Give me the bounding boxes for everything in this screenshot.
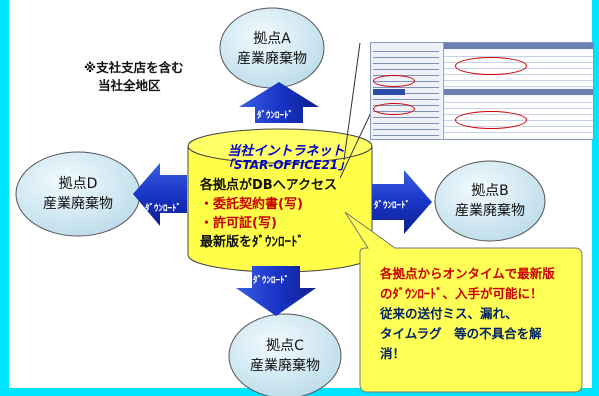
screenshot-highlight-1	[373, 75, 415, 87]
node-c-name: 拠点C	[266, 338, 304, 354]
node-d-name: 拠点D	[58, 176, 98, 192]
screenshot-highlight-3	[373, 103, 415, 115]
callout-line4: タイムラグ 等の不具合を解	[380, 326, 542, 341]
callout-line3: 従来の送付ミス、漏れ、	[380, 306, 518, 321]
node-a-label: 拠点A 産業廃棄物	[202, 29, 342, 69]
intranet-system-name: 「STAR-OFFICE21」	[221, 158, 351, 172]
intranet-cylinder	[187, 128, 373, 273]
download-label-left: ﾀﾞｳﾝﾛｰﾄﾞ	[145, 204, 182, 214]
screenshot-highlight-2	[455, 57, 527, 75]
node-c-circle	[228, 313, 342, 396]
intranet-title: 当社イントラネット	[227, 144, 345, 159]
download-arrow-right	[372, 170, 432, 234]
callout-line2: のﾀﾞｳﾝﾛｰﾄﾞ、入手が可能に！	[380, 286, 543, 301]
download-arrow-down	[236, 266, 316, 316]
connector-line-right	[343, 42, 361, 161]
screenshot-header-bar	[444, 43, 593, 49]
system-screenshot	[370, 42, 594, 140]
scope-note-line1: ※支社支店を含む	[84, 60, 184, 75]
download-arrow-up	[239, 82, 319, 123]
node-b-circle	[434, 160, 546, 242]
download-label-up: ﾀﾞｳﾝﾛｰﾄﾞ	[257, 111, 294, 121]
node-a-name: 拠点A	[253, 31, 291, 47]
node-c-label: 拠点C 産業廃棄物	[215, 336, 355, 376]
download-label-right: ﾀﾞｳﾝﾛｰﾄﾞ	[374, 201, 411, 211]
screenshot-highlight-4	[455, 111, 527, 129]
callout-line1: 各拠点からオンタイムで最新版	[380, 266, 555, 281]
download-arrow-left	[133, 163, 187, 226]
screenshot-tree-selection	[373, 89, 405, 95]
node-a-type: 産業廃棄物	[237, 51, 307, 67]
callout-line5: 消！	[380, 346, 406, 361]
screenshot-header-bar-2	[444, 89, 593, 95]
intranet-access-line: 各拠点がDBへアクセス	[200, 178, 338, 193]
node-b-name: 拠点B	[471, 183, 509, 199]
node-d-label: 拠点D 産業廃棄物	[8, 174, 148, 214]
node-b-type: 産業廃棄物	[455, 203, 525, 219]
node-d-type: 産業廃棄物	[43, 196, 113, 212]
intranet-item-contract: ・委託契約書(写)	[200, 197, 303, 212]
download-label-down: ﾀﾞｳﾝﾛｰﾄﾞ	[253, 276, 290, 286]
node-c-type: 産業廃棄物	[250, 358, 320, 374]
scope-note-line2: 当社全地区	[98, 78, 161, 93]
node-b-label: 拠点B 産業廃棄物	[420, 181, 560, 221]
intranet-item-permit: ・許可証(写)	[200, 216, 277, 231]
intranet-download-line: 最新版をﾀﾞｳﾝﾛｰﾄﾞ	[200, 235, 305, 250]
callout-bubble	[344, 211, 583, 393]
